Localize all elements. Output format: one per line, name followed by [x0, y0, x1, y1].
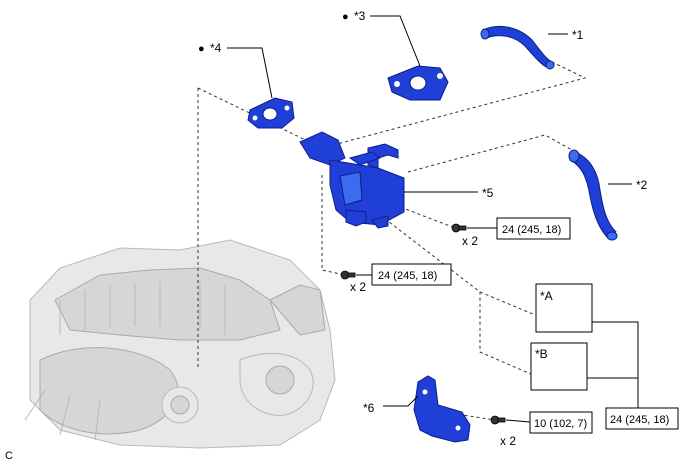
callout-6: *6	[363, 401, 375, 415]
bolt-right-upper	[451, 223, 467, 233]
hose-2	[568, 149, 618, 241]
torque-box-left: 24 (245, 18)	[371, 263, 452, 286]
qty-right-upper: x 2	[462, 234, 478, 248]
callout-2: *2	[636, 178, 648, 192]
qty-left: x 2	[350, 280, 366, 294]
detail-box-a: *A	[535, 283, 593, 333]
illustration-code: C	[5, 450, 13, 462]
bolt-bracket	[490, 415, 506, 425]
alignment-lines	[197, 59, 587, 421]
callout-a: *A	[540, 289, 553, 303]
gasket-4	[247, 97, 295, 129]
non-reusable-marker-3: ●	[342, 11, 349, 23]
callout-b: *B	[535, 347, 548, 361]
hose-1	[480, 25, 555, 70]
callout-5: *5	[482, 186, 494, 200]
non-reusable-marker-4: ●	[198, 43, 205, 55]
leader-lines	[227, 15, 639, 423]
bracket-6	[413, 375, 471, 443]
torque-box-bracket: 10 (102, 7)	[529, 411, 593, 434]
gasket-3	[387, 65, 449, 101]
callout-4: *4	[210, 41, 222, 55]
torque-box-ab: 24 (245, 18)	[605, 407, 679, 430]
torque-ab: 24 (245, 18)	[610, 414, 669, 426]
engine-illustration	[24, 239, 336, 449]
callout-labels: ● *3 ● *4 *1 *2 *5 *6	[198, 9, 648, 415]
bolts	[340, 223, 566, 425]
torque-left: 24 (245, 18)	[378, 270, 437, 282]
detail-box-b: *B	[530, 342, 588, 391]
bolt-left	[340, 270, 356, 280]
qty-bracket: x 2	[500, 434, 516, 448]
torque-box-right-upper: 24 (245, 18)	[496, 217, 571, 240]
callout-1: *1	[572, 28, 584, 42]
torque-right-upper: 24 (245, 18)	[502, 224, 561, 236]
callout-3: *3	[354, 9, 366, 23]
torque-bracket: 10 (102, 7)	[534, 418, 587, 430]
egr-cooler-5	[299, 131, 405, 229]
